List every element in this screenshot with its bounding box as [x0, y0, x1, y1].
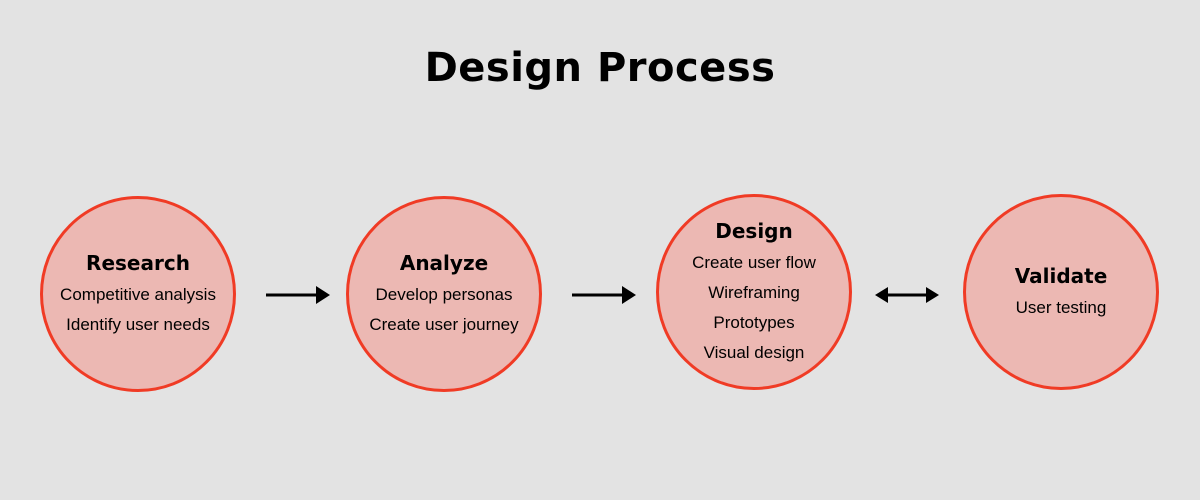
- arrow-right-icon: [572, 286, 636, 304]
- stage-research-circle: Research Competitive analysis Identify u…: [40, 196, 236, 392]
- stage-item: User testing: [1015, 298, 1107, 317]
- stage-item: Competitive analysis: [60, 285, 216, 304]
- arrow-bidirectional-icon: [875, 287, 939, 303]
- stage-analyze-circle: Analyze Develop personas Create user jou…: [346, 196, 542, 392]
- stage-title: Design: [715, 219, 793, 243]
- stage-item-list: Develop personas Create user journey: [369, 280, 518, 340]
- stage-item: Wireframing: [708, 283, 800, 302]
- stage-item: Develop personas: [375, 285, 513, 304]
- stage-item: Create user flow: [692, 253, 816, 272]
- stage-item-list: Competitive analysis Identify user needs: [60, 280, 216, 340]
- stage-item: Visual design: [703, 343, 805, 362]
- arrow-right-icon: [266, 286, 330, 304]
- stage-design-circle: Design Create user flow Wireframing Prot…: [656, 194, 852, 390]
- stage-title: Analyze: [399, 251, 489, 275]
- stage-item-list: Create user flow Wireframing Prototypes …: [692, 248, 816, 368]
- stage-item: Prototypes: [713, 313, 795, 332]
- page-title: Design Process: [424, 45, 776, 91]
- stage-validate-circle: Validate User testing: [963, 194, 1159, 390]
- stage-item-list: User testing: [1016, 293, 1107, 323]
- stage-item: Create user journey: [369, 315, 519, 334]
- stage-title: Validate: [1014, 264, 1108, 288]
- stage-item: Identify user needs: [66, 315, 210, 334]
- stage-title: Research: [86, 251, 190, 275]
